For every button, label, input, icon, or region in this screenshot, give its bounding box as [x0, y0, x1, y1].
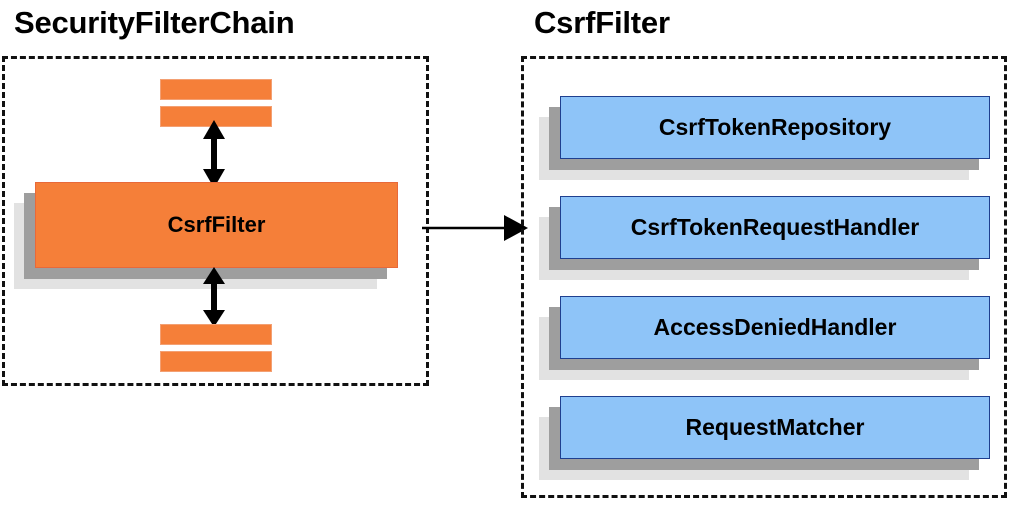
filter-stripe-below-2 [160, 351, 272, 372]
collaborator-box-face: CsrfTokenRequestHandler [560, 196, 990, 259]
csrf-filter-box-label: CsrfFilter [167, 212, 266, 237]
csrf-filter-box[interactable]: CsrfFilter [14, 182, 398, 289]
collaborator-box-csrf-token-request-handler[interactable]: CsrfTokenRequestHandler [539, 196, 990, 280]
collaborator-box-face: RequestMatcher [560, 396, 990, 459]
csrf-filter-panel [521, 56, 1007, 498]
collaborator-box-face: AccessDeniedHandler [560, 296, 990, 359]
collaborator-box-label: AccessDeniedHandler [653, 314, 897, 340]
arrow-left-to-right [422, 215, 528, 241]
collaborator-box-label: CsrfTokenRequestHandler [630, 214, 920, 240]
security-filter-chain-panel [2, 56, 429, 386]
collaborator-box-label: RequestMatcher [685, 414, 865, 440]
collaborator-box-access-denied-handler[interactable]: AccessDeniedHandler [539, 296, 990, 380]
csrf-filter-box-face: CsrfFilter [35, 182, 398, 268]
collaborator-box-request-matcher[interactable]: RequestMatcher [539, 396, 990, 480]
collaborator-box-face: CsrfTokenRepository [560, 96, 990, 159]
collaborator-box-csrf-token-repository[interactable]: CsrfTokenRepository [539, 96, 990, 180]
arrow-up-down-above [203, 120, 225, 188]
arrow-up-down-below [203, 267, 225, 327]
filter-stripe-below-1 [160, 324, 272, 345]
filter-stripe-above-1 [160, 79, 272, 100]
collaborator-box-label: CsrfTokenRepository [658, 114, 892, 140]
page-title-security-filter-chain: SecurityFilterChain [14, 5, 295, 40]
page-title-csrf-filter: CsrfFilter [534, 5, 670, 40]
